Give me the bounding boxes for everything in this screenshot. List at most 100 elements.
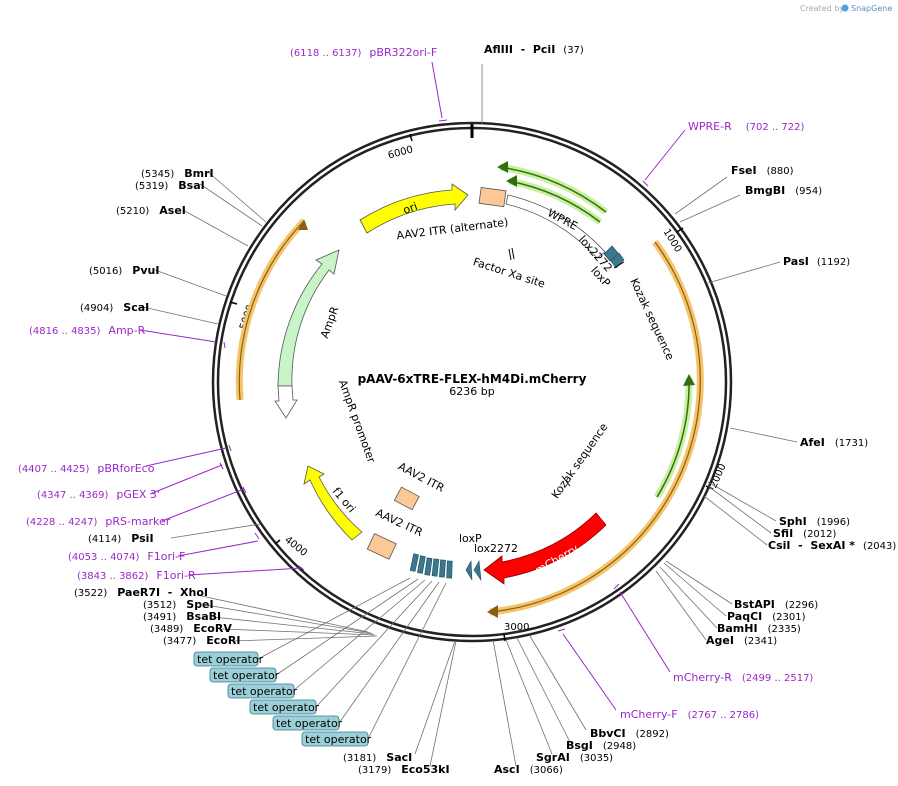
site-afliii-extra: - PciI <box>513 43 555 56</box>
primer-mark-pgex3 <box>219 462 224 470</box>
operator-box-5 <box>272 715 340 731</box>
operator-mark-4 <box>431 558 440 577</box>
site-bmri-name: BmrI <box>184 167 213 180</box>
leader-scai <box>142 306 219 325</box>
operator-labels: tet operator tet operator tet operator t… <box>193 651 372 747</box>
leader-bbvci <box>529 635 587 731</box>
green-arc-right-line <box>656 377 690 498</box>
primer-f1ori-f-name: F1ori-F <box>147 550 185 563</box>
site-bsabi-name: BsaBI <box>186 610 221 623</box>
backbone-outer-ring <box>211 121 733 643</box>
primer-mark-prs-marker <box>242 486 247 494</box>
leader-asci <box>492 639 517 767</box>
itr-alt-label: AAV2 ITR (alternate) <box>396 216 509 243</box>
itr-alt-box <box>478 186 507 208</box>
tick-4000 <box>274 539 281 545</box>
site-bbvci-name: BbvCI <box>590 727 626 740</box>
ori-label: ori <box>401 200 419 217</box>
tick-3000 <box>503 633 506 642</box>
operator-box-3 <box>227 683 295 699</box>
kozak-top-mark <box>613 261 625 269</box>
orange-arc-left-line <box>238 220 305 401</box>
primer-amp-r-name: Amp-R <box>108 324 145 337</box>
primer-mark-f1ori-r <box>298 565 305 571</box>
site-spei-pos: (3512) <box>143 600 176 611</box>
site-fsei-name: FseI <box>731 164 757 177</box>
orange-arc-right-line <box>489 241 701 613</box>
primer-f1ori-r: (3843 .. 3862)F1ori-R <box>77 569 196 582</box>
site-sgrai-name: SgrAI <box>536 751 570 764</box>
primer-leader-pgex3 <box>149 464 223 495</box>
site-scai: (4904)ScaI <box>80 301 149 314</box>
primer-f1ori-f: (4053 .. 4074)F1ori-F <box>68 550 185 563</box>
site-asci-name: AscI <box>494 763 520 776</box>
primer-pbrforeco-name: pBRforEco <box>97 462 154 475</box>
wpre-green-arc-outer-head <box>497 161 508 173</box>
snapgene-watermark: Created by SnapGene <box>800 4 892 13</box>
site-bamhi-pos: (2335) <box>768 624 801 635</box>
site-agei: AgeI(2341) <box>706 634 777 647</box>
primer-amp-r: (4816 .. 4835)Amp-R <box>29 324 146 337</box>
site-sgrai: SgrAI(3035) <box>536 751 613 764</box>
site-afliii-name: AflIII <box>484 43 513 56</box>
primer-mcherry-f-range: (2767 .. 2786) <box>688 710 760 721</box>
leader-bmri <box>207 171 267 223</box>
leader-op5 <box>338 581 440 724</box>
primer-mark-wpre-r <box>642 180 649 187</box>
primer-mcherry-f: mCherry-F(2767 .. 2786) <box>620 708 759 721</box>
primer-pbr322ori-f-name: pBR322ori-F <box>369 46 437 59</box>
leader-fsei <box>674 176 728 215</box>
lox2272-top-arrow <box>603 245 619 262</box>
site-bmgbi-name: BmgBI <box>745 184 785 197</box>
lox2272-bottom-arrow <box>473 560 482 582</box>
factor-xa-mark-1 <box>508 248 512 261</box>
green-arc-right-head <box>683 374 695 386</box>
primer-wpre-r-name: WPRE-R <box>688 120 732 133</box>
leader-agei <box>655 570 707 641</box>
site-ecori-pos: (3477) <box>163 636 196 647</box>
snapgene-logo-icon <box>841 4 849 12</box>
site-bstapi-name: BstAPI <box>734 598 775 611</box>
leader-paer7i <box>196 594 369 633</box>
f1-ori-feature-arrow <box>303 465 363 541</box>
site-saci: (3181)SacI <box>343 751 412 764</box>
site-afei-name: AfeI <box>800 436 825 449</box>
site-asei: (5210)AseI <box>116 204 186 217</box>
primer-f1ori-r-name: F1ori-R <box>156 569 196 582</box>
leader-op1 <box>257 577 411 660</box>
primer-leader-f1ori-f <box>177 540 259 557</box>
loxp-bottom-arrow <box>465 559 473 581</box>
primer-pgex3: (4347 .. 4369)pGEX 3' <box>37 488 160 501</box>
primer-mark-mcherry-f <box>557 628 566 632</box>
site-bmgbi-pos: (954) <box>795 186 822 197</box>
leader-bsai <box>199 183 263 227</box>
leader-afei <box>729 427 798 443</box>
itr-box-1 <box>393 486 420 511</box>
site-csii-extra: - SexAI * <box>790 539 855 552</box>
watermark-created-by: Created by <box>800 4 844 13</box>
leader-ecori <box>232 635 378 642</box>
primer-prs-marker-name: pRS-marker <box>105 515 170 528</box>
itr-box-2 <box>366 533 397 560</box>
primer-mark-amp-r <box>223 341 226 349</box>
site-bsai: (5319)BsaI <box>135 179 205 192</box>
primer-mcherry-r: mCherry-R(2499 .. 2517) <box>673 671 813 684</box>
ori-feature-arrow <box>359 183 469 234</box>
site-afei-pos: (1731) <box>835 438 868 449</box>
ampr-label: AmpR <box>318 304 342 340</box>
primer-leader-f1ori-r <box>187 567 303 576</box>
site-fsei: FseI (880) <box>731 164 794 177</box>
primer-wpre-r: WPRE-R(702 .. 722) <box>688 120 805 133</box>
leader-saci <box>414 640 456 755</box>
leader-bamhi <box>659 566 718 629</box>
site-csii-name: CsiI <box>768 539 790 552</box>
site-saci-name: SacI <box>386 751 412 764</box>
leader-ecorv <box>221 628 376 636</box>
site-fsei-pos: (880) <box>767 166 794 177</box>
primer-mcherry-r-name: mCherry-R <box>673 671 732 684</box>
leader-asei <box>182 209 249 247</box>
site-psii-pos: (4114) <box>88 534 121 545</box>
leader-sphi <box>707 481 777 522</box>
site-bsabi-pos: (3491) <box>143 612 176 623</box>
